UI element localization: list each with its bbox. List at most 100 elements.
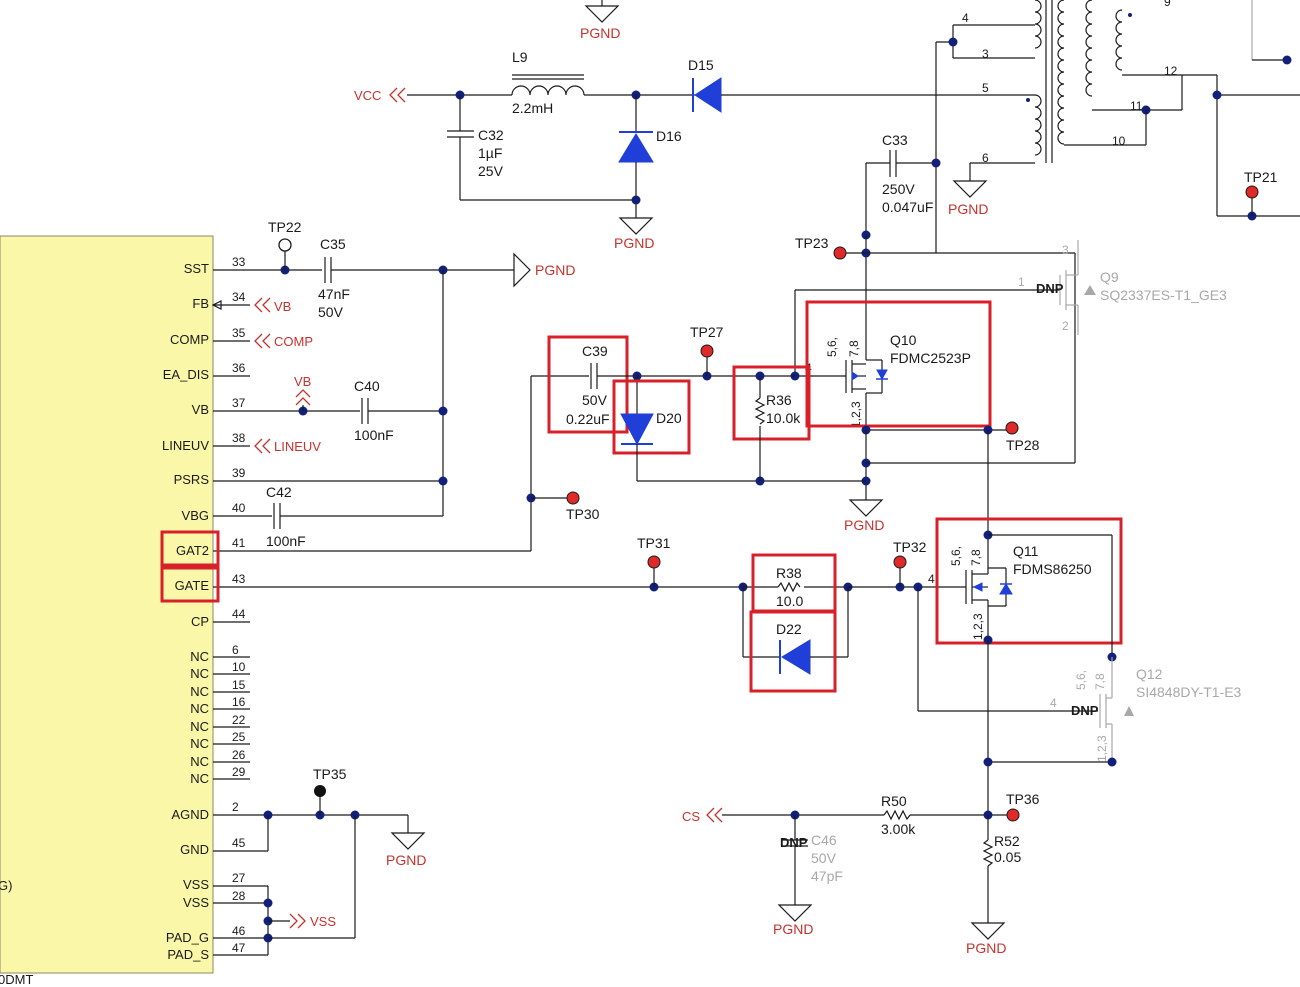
pgnd-symbol: PGND (844, 499, 884, 533)
svg-text:7,8: 7,8 (847, 340, 861, 357)
svg-text:15: 15 (232, 678, 246, 692)
pgnd-symbol: PGND (513, 252, 575, 288)
svg-text:27: 27 (232, 871, 246, 885)
svg-text:43: 43 (232, 572, 246, 586)
svg-text:GATE: GATE (175, 578, 210, 593)
svg-text:1,2,3: 1,2,3 (849, 401, 863, 428)
comp-net-label: COMP (254, 333, 313, 349)
svg-text:250V: 250V (882, 181, 915, 197)
svg-text:GAT2: GAT2 (176, 543, 209, 558)
svg-text:CP: CP (191, 614, 209, 629)
svg-text:D20: D20 (656, 410, 682, 426)
junction-dot (948, 37, 958, 47)
lineuv-net-label: LINEUV (254, 438, 321, 454)
svg-text:D15: D15 (688, 57, 714, 73)
svg-text:C46: C46 (811, 832, 837, 848)
svg-text:26: 26 (232, 748, 246, 762)
svg-text:50V: 50V (582, 392, 608, 408)
svg-text:AGND: AGND (171, 807, 209, 822)
highlight-d20 (612, 379, 691, 455)
diode-d16: D16 (618, 128, 682, 163)
mosfet-q11: 5,6, 7,8 1,2,3 4 Q11 FDMS86250 (928, 535, 1092, 640)
svg-text:TP23: TP23 (795, 235, 829, 251)
svg-text:PGND: PGND (614, 235, 654, 251)
svg-text:NC: NC (190, 719, 209, 734)
junction-dot (631, 195, 641, 205)
svg-text:7,8: 7,8 (969, 549, 983, 566)
resistor-r50: R50 3.00k (881, 793, 916, 837)
svg-text:36: 36 (232, 361, 246, 375)
test-point-tp23: TP23 (795, 235, 847, 260)
svg-text:37: 37 (232, 396, 246, 410)
svg-text:12: 12 (1164, 64, 1178, 78)
vss-net-label: VSS (289, 913, 336, 929)
resistor-r52: R52 0.05 (982, 815, 1021, 923)
svg-text:TP30: TP30 (566, 506, 600, 522)
svg-text:4: 4 (962, 11, 969, 25)
svg-text:TP31: TP31 (637, 535, 671, 551)
svg-text:NC: NC (190, 771, 209, 786)
test-point-tp21: TP21 (1244, 169, 1278, 216)
svg-text:FDMC2523P: FDMC2523P (890, 350, 971, 366)
svg-text:29: 29 (232, 765, 246, 779)
pgnd-symbol: PGND (948, 180, 988, 217)
svg-text:NC: NC (190, 684, 209, 699)
svg-text:0.047uF: 0.047uF (882, 199, 933, 215)
resistor-r36: R36 10.0k (754, 392, 801, 426)
cs-net-label: CS (682, 807, 723, 824)
svg-text:R38: R38 (776, 565, 802, 581)
vb-net-label-up: VB (294, 374, 311, 411)
svg-text:33: 33 (232, 255, 246, 269)
svg-text:38: 38 (232, 431, 246, 445)
vb-net-label: VB (254, 297, 291, 314)
svg-text:2: 2 (1062, 319, 1069, 333)
svg-text:25V: 25V (478, 163, 504, 179)
test-point-tp22: TP22 (268, 219, 302, 270)
svg-text:47nF: 47nF (318, 286, 350, 302)
highlight-gate (160, 566, 220, 603)
svg-text:0.05: 0.05 (994, 849, 1021, 865)
svg-text:L9: L9 (512, 49, 528, 65)
diode-d15: D15 (688, 57, 722, 113)
svg-text:LINEUV: LINEUV (274, 439, 321, 454)
svg-text:Q10: Q10 (890, 332, 917, 348)
svg-text:TP22: TP22 (268, 219, 302, 235)
svg-text:7,8: 7,8 (1093, 673, 1107, 690)
svg-text:PGND: PGND (535, 262, 575, 278)
svg-text:39: 39 (232, 466, 246, 480)
capacitor-c39: C39 50V 0.22uF (566, 343, 610, 427)
pgnd-symbol: PGND (773, 904, 813, 937)
svg-text:COMP: COMP (274, 334, 313, 349)
svg-text:PGND: PGND (844, 517, 884, 533)
svg-text:C35: C35 (320, 236, 346, 252)
svg-text:NC: NC (190, 736, 209, 751)
svg-text:10.0: 10.0 (776, 593, 803, 609)
svg-text:45: 45 (232, 836, 246, 850)
junction-dot (263, 898, 273, 908)
svg-text:6: 6 (232, 643, 239, 657)
ic-pin: LINEUV 38 (162, 431, 250, 453)
svg-text:VB: VB (294, 374, 311, 389)
inductor-l9: L9 2.2mH (511, 49, 585, 116)
capacitor-c42: C42 100nF (266, 484, 306, 549)
svg-text:3: 3 (1062, 243, 1069, 257)
svg-text:C32: C32 (478, 127, 504, 143)
svg-text:VSS: VSS (183, 895, 209, 910)
svg-text:28: 28 (232, 889, 246, 903)
mosfet-q9-dnp: DNP Q9 SQ2337ES-T1_GE3 1 2 3 (794, 240, 1227, 376)
svg-text:Q11: Q11 (1013, 543, 1039, 559)
svg-text:44: 44 (232, 607, 246, 621)
svg-text:PAD_S: PAD_S (167, 947, 209, 962)
svg-text:LINEUV: LINEUV (162, 438, 209, 453)
svg-text:PGND: PGND (773, 921, 813, 937)
svg-text:47pF: 47pF (811, 868, 843, 884)
svg-text:0.22uF: 0.22uF (566, 411, 610, 427)
ic-pin: NC 15 (190, 678, 250, 699)
